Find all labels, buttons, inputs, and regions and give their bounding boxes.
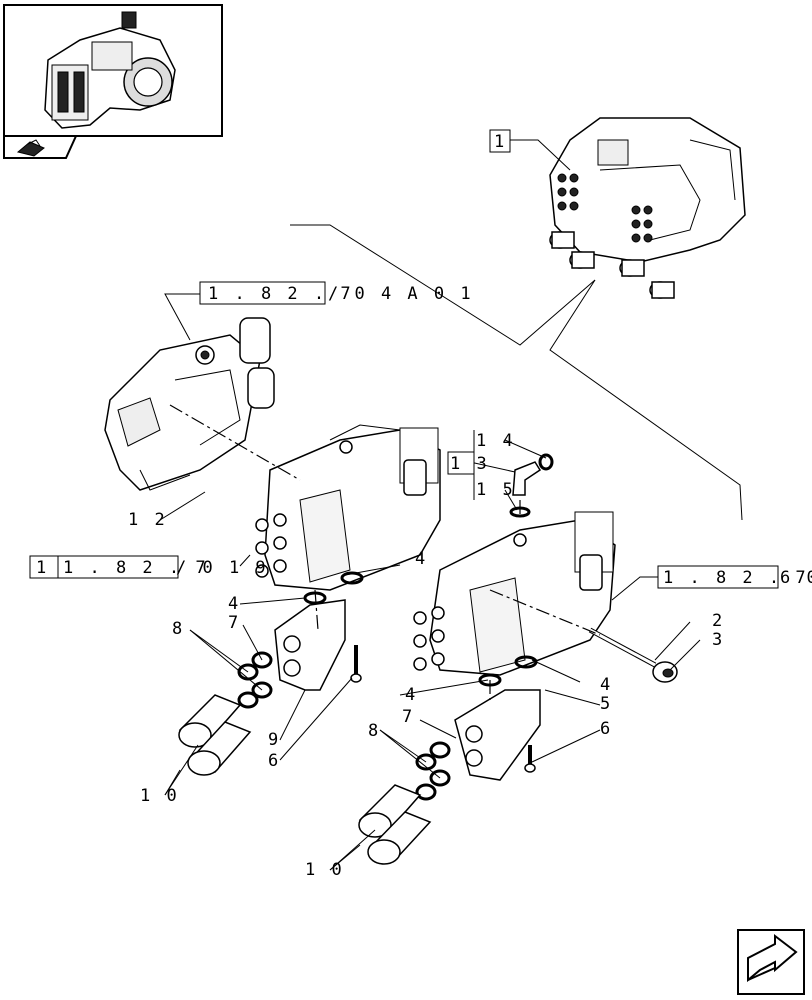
callout-14: 1 4 [476,431,516,451]
callout-12: 1 2 [128,510,168,530]
long-bolt [588,627,678,683]
control-valve-section-left [255,424,441,591]
callout-4-right-left: 4 [405,685,418,705]
callout-8-right: 8 [368,721,381,741]
reference-lines [164,139,743,521]
callout-1: 1 [494,132,507,152]
callout-10-left: 1 0 [140,786,180,806]
left-valve-bolts [255,513,287,578]
callout-9: 9 [268,730,281,750]
callout-3: 3 [712,630,725,650]
right-coupler-assembly [358,655,541,865]
reference-left-label: 1 . 8 2 . 7 [63,558,209,578]
tractor-rear-axle-thumbnail-icon [44,11,176,129]
callout-6-left: 6 [268,751,281,771]
reference-1827-left[interactable]: 1 1 . 8 2 . 7 / 0 1 9 [29,555,269,579]
callout-4-left: 4 [228,594,241,614]
overview-valve-bolts [557,173,653,243]
reference-left-suffix: / 0 1 9 [176,558,269,578]
left-quick-couplers [178,694,252,776]
callout-4-right-top: 4 [600,675,613,695]
callout-4-upper: 4 [415,549,428,569]
callout-13-box: 1 3 [447,451,490,475]
control-valve-section-right [413,511,616,676]
reference-right-label: 1 . 8 2 . 7 [663,568,809,588]
elbow-fitting [509,453,554,518]
reference-top-suffix: / 0 4 A 0 1 [328,284,474,304]
callout-8-left: 8 [172,619,185,639]
right-quick-couplers [358,784,432,865]
valve-assembly-overview [549,117,746,299]
manual-book-icon [3,135,78,159]
callout-7-right: 7 [402,707,415,727]
centre-lines [169,404,601,700]
reference-1827-top[interactable]: 1 . 8 2 . 7 / 0 4 A 0 1 [199,281,474,305]
right-valve-bolts [413,606,445,671]
callout-5: 5 [600,694,613,714]
reference-right-suffix: 6 0 [780,568,812,588]
callout-7-left: 7 [228,613,241,633]
callout-11: 1 [36,558,49,578]
callout-10-right: 1 0 [305,860,345,880]
reference-1827-right[interactable]: 1 . 8 2 . 7 6 0 [657,565,812,589]
overview-couplers [549,231,675,299]
callout-1-box: 1 [489,129,511,153]
leader-lines [159,439,701,871]
callout-15: 1 5 [476,480,516,500]
thumbnail-frame [3,4,223,159]
callout-2: 2 [712,611,725,631]
left-coupler-assembly [178,571,364,776]
callout-6-right: 6 [600,719,613,739]
hydraulic-body-upper-left [104,317,275,491]
reference-top-label: 1 . 8 2 . 7 [208,284,354,304]
next-page-arrow-icon[interactable] [737,929,805,995]
callout-13: 1 3 [450,454,490,474]
